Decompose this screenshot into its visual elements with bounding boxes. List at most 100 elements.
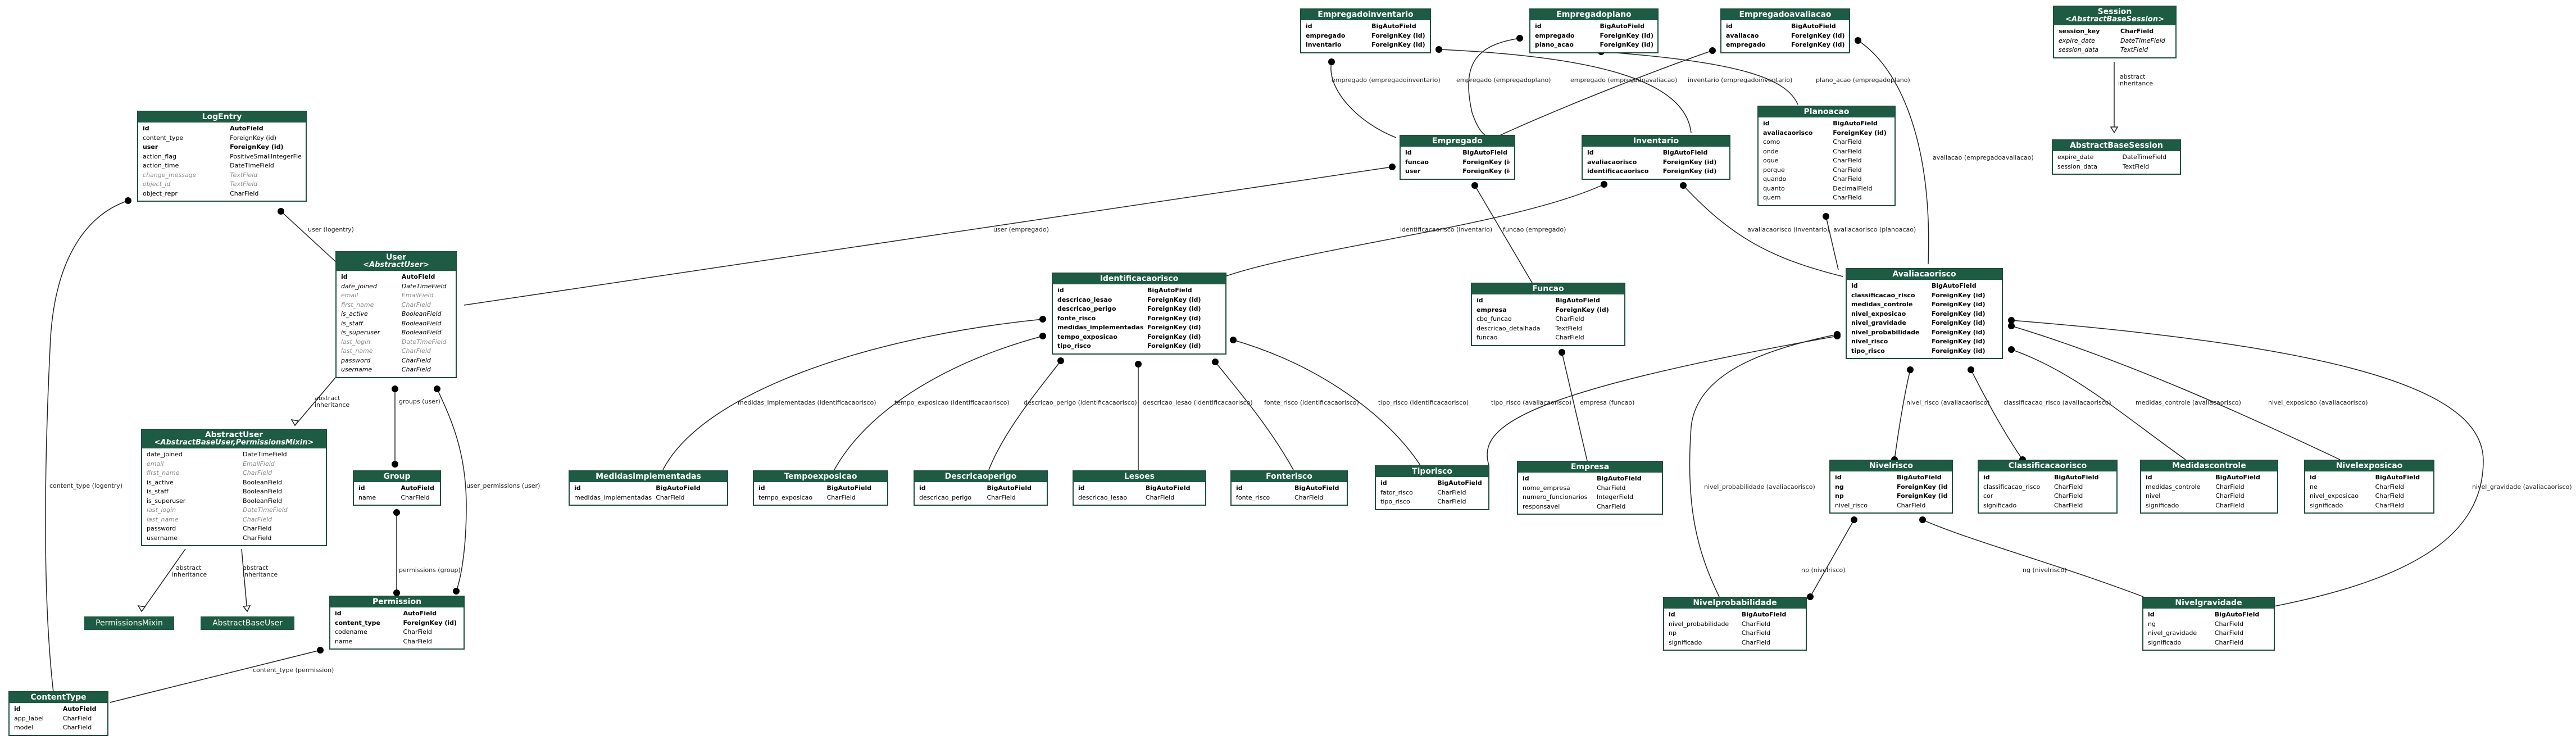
- field-type: CharField: [2053, 483, 2083, 491]
- entity-title: Lesoes: [1074, 471, 1205, 482]
- field-type: CharField: [62, 714, 92, 722]
- field-name: oque: [1763, 157, 1779, 164]
- field-type: CharField: [2214, 620, 2244, 628]
- field-type: CharField: [1833, 157, 1862, 164]
- field-name: last_name: [147, 515, 179, 523]
- field-name: medidas_controle: [1851, 301, 1913, 308]
- entity-title: Fonterisco: [1232, 471, 1347, 482]
- field-name: username: [147, 534, 178, 542]
- field-row: oque CharField: [1759, 156, 1894, 166]
- field-type: BigAutoField: [1741, 611, 1787, 618]
- field-type: CharField: [2215, 501, 2245, 509]
- field-type: ForeignKey (id): [1932, 291, 1986, 299]
- entity-title: Nivelgravidade: [2143, 598, 2274, 609]
- field-type: BigAutoField: [826, 484, 872, 492]
- field-name: id: [2148, 611, 2155, 618]
- edge-user-permissions-user: [437, 388, 467, 592]
- field-type: DateTimeField: [243, 451, 287, 458]
- edge-empregado-empregadoplano: [1468, 38, 1520, 137]
- field-type: BigAutoField: [1147, 287, 1192, 294]
- field-type: BigAutoField: [656, 484, 701, 492]
- field-name: significado: [2146, 501, 2179, 509]
- entity-parent: <AbstractBaseSession>: [2065, 15, 2164, 24]
- entity-name: Descricaoperigo: [944, 472, 1017, 481]
- field-type: BooleanField: [401, 329, 442, 336]
- edge-empresa-funcao: [1561, 352, 1588, 461]
- edge-tipo-risco-avaliacaorisco: [1487, 335, 1838, 466]
- field-type: TextField: [1555, 324, 1582, 332]
- edge-nivel-exposicao-avaliacaorisco: [2011, 325, 2341, 460]
- edge-user-empregado: [464, 166, 1393, 306]
- entity-title: ContentType: [10, 692, 107, 703]
- field-type: CharField: [2215, 483, 2245, 491]
- field-name: avaliacaorisco: [1763, 129, 1813, 137]
- field-name: classificacao_risco: [1983, 483, 2041, 491]
- field-type: DateTimeField: [230, 162, 274, 169]
- field-name: id: [1535, 22, 1542, 30]
- entity-title: Empregadoavaliacao: [1721, 10, 1849, 20]
- entity-name: Group: [383, 472, 411, 481]
- entity-name: Medidascontrole: [2172, 461, 2246, 470]
- field-name: empresa: [1476, 306, 1507, 314]
- field-type: ForeignKey (id): [1932, 310, 1986, 317]
- field-name: significado: [1669, 638, 1702, 646]
- field-name: id: [143, 125, 149, 132]
- field-type: BigAutoField: [1897, 474, 1942, 481]
- field-name: fonte_risco: [1236, 493, 1270, 501]
- field-name: id: [1523, 475, 1529, 482]
- field-name: object_id: [143, 180, 171, 188]
- edge-nivel-gravidade-avaliacaorisco: [2011, 320, 2484, 607]
- field-type: CharField: [1597, 502, 1626, 510]
- field-name: id: [1851, 282, 1858, 289]
- field-name: medidas_controle: [2146, 483, 2201, 491]
- inherit-arrow-abstractbasesession: [2110, 126, 2119, 134]
- field-name: ng: [1835, 483, 1844, 491]
- field-type: AutoField: [62, 705, 97, 713]
- field-name: session_data: [2059, 46, 2098, 53]
- field-name: date_joined: [341, 282, 377, 290]
- field-name: is_superuser: [341, 329, 380, 336]
- label-medidas-controle: medidas_controle (avaliacaorisco): [2136, 399, 2241, 406]
- field-type: CharField: [2120, 28, 2154, 35]
- field-name: change_message: [143, 171, 197, 179]
- edge-abstractuser-permissionsmixin: [141, 548, 186, 612]
- label-classificacao-risco: classificacao_risco (avaliacaorisco): [2003, 399, 2111, 406]
- edge-plano-acao-empregadoplano: [1601, 51, 1798, 105]
- entity-title: Avaliacaorisco: [1847, 269, 2002, 280]
